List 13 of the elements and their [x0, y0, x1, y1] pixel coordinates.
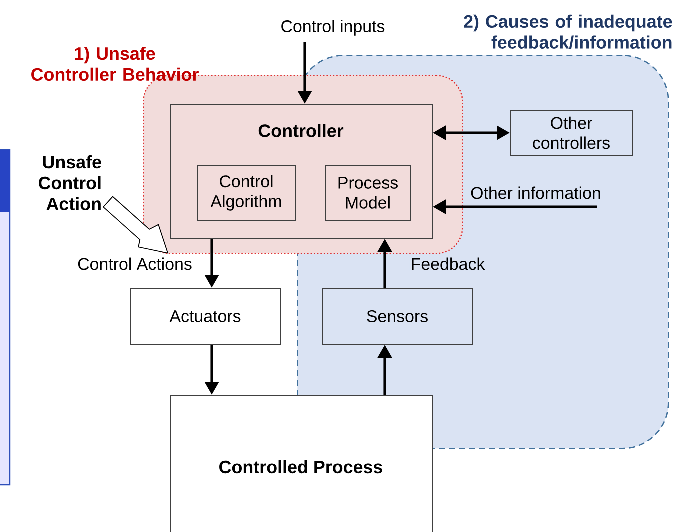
actuators-box: Actuators [130, 288, 281, 345]
process-model-box: Process Model [325, 165, 411, 221]
sensors-box: Sensors [322, 288, 473, 345]
process-box: Controlled Process [170, 395, 433, 532]
edge-label: Control inputs [280, 19, 386, 37]
region-heading: 1) Unsafe Controller Behavior [32, 46, 199, 82]
edge-label: Other information [470, 186, 602, 200]
edge-label: Feedback [410, 256, 486, 272]
controllers-box: Other controllers [510, 110, 633, 156]
algorithm-box: Control Algorithm [197, 165, 296, 221]
region-heading: 2) Causes of inadequate feedback/information [464, 14, 672, 50]
edge-label: Control Actions [76, 256, 194, 272]
action-label: Unsafe Control Action [39, 155, 102, 210]
